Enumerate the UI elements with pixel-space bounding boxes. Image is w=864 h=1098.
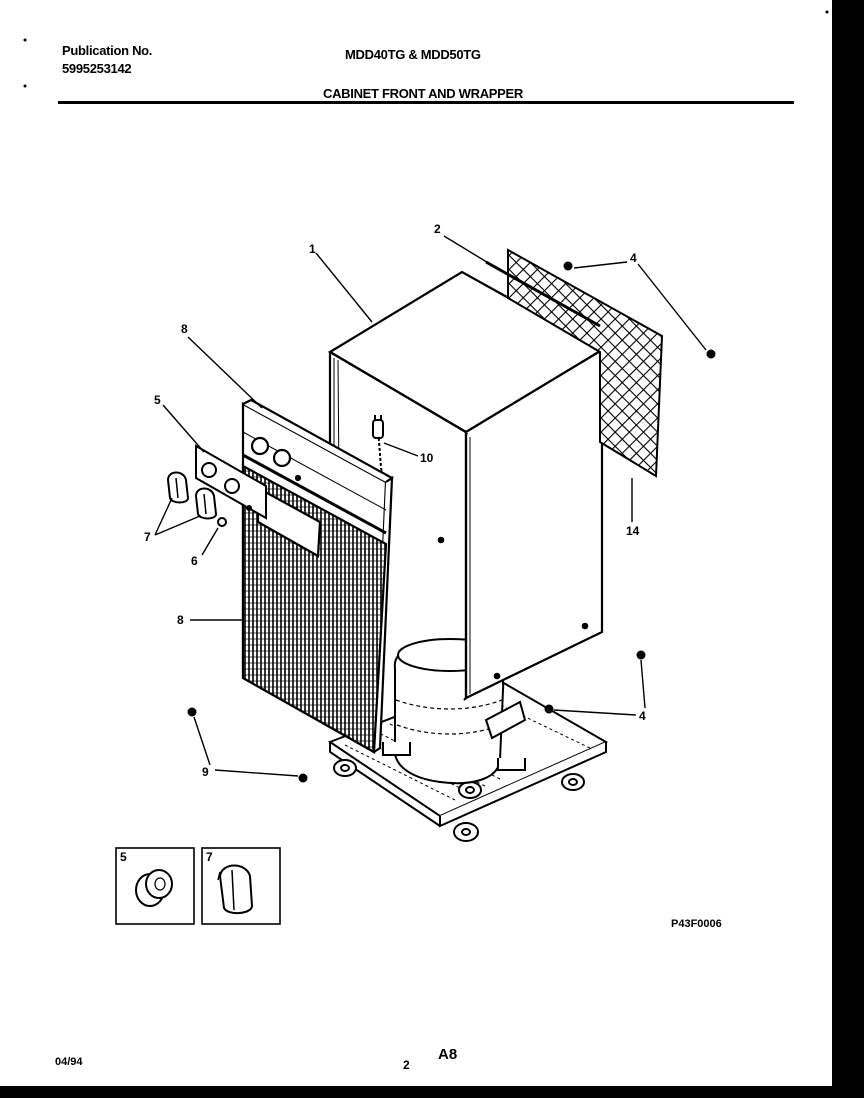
figure-code: P43F0006 bbox=[671, 918, 722, 930]
scan-border-bottom bbox=[0, 1086, 864, 1098]
callout-8-mid: 8 bbox=[177, 613, 184, 627]
callout-4-bottom: 4 bbox=[639, 709, 646, 723]
scan-border-right bbox=[832, 0, 864, 1098]
callout-9: 9 bbox=[202, 765, 209, 779]
scan-specks bbox=[23, 10, 846, 510]
callout-10: 10 bbox=[420, 451, 434, 465]
leader-lines bbox=[154, 235, 707, 777]
inset-knob-5 bbox=[115, 847, 195, 925]
casters bbox=[333, 759, 585, 842]
callout-14: 14 bbox=[626, 524, 640, 538]
knobs bbox=[166, 471, 218, 520]
footer-section: A8 bbox=[438, 1046, 458, 1063]
header-rule bbox=[58, 101, 794, 104]
callout-5: 5 bbox=[154, 393, 161, 407]
power-cord bbox=[372, 415, 385, 481]
screws bbox=[187, 261, 716, 783]
inset-5-label: 5 bbox=[120, 850, 127, 864]
callout-6: 6 bbox=[191, 554, 198, 568]
publication-label: Publication No. bbox=[62, 43, 153, 58]
inset-knob-7 bbox=[201, 847, 281, 925]
rear-grille bbox=[485, 248, 664, 478]
footer-page-number: 2 bbox=[403, 1058, 410, 1072]
callout-1: 1 bbox=[309, 242, 316, 256]
section-title: CABINET FRONT AND WRAPPER bbox=[323, 86, 524, 101]
callout-8-top: 8 bbox=[181, 322, 188, 336]
callout-7: 7 bbox=[144, 530, 151, 544]
model-numbers: MDD40TG & MDD50TG bbox=[345, 47, 481, 62]
footer-date: 04/94 bbox=[55, 1056, 83, 1068]
front-grille bbox=[241, 398, 395, 754]
publication-number: 5995253142 bbox=[62, 61, 132, 76]
callout-4-top: 4 bbox=[630, 251, 637, 265]
control-plate bbox=[195, 444, 267, 520]
callout-2: 2 bbox=[434, 222, 441, 236]
inset-7-label: 7 bbox=[206, 850, 213, 864]
